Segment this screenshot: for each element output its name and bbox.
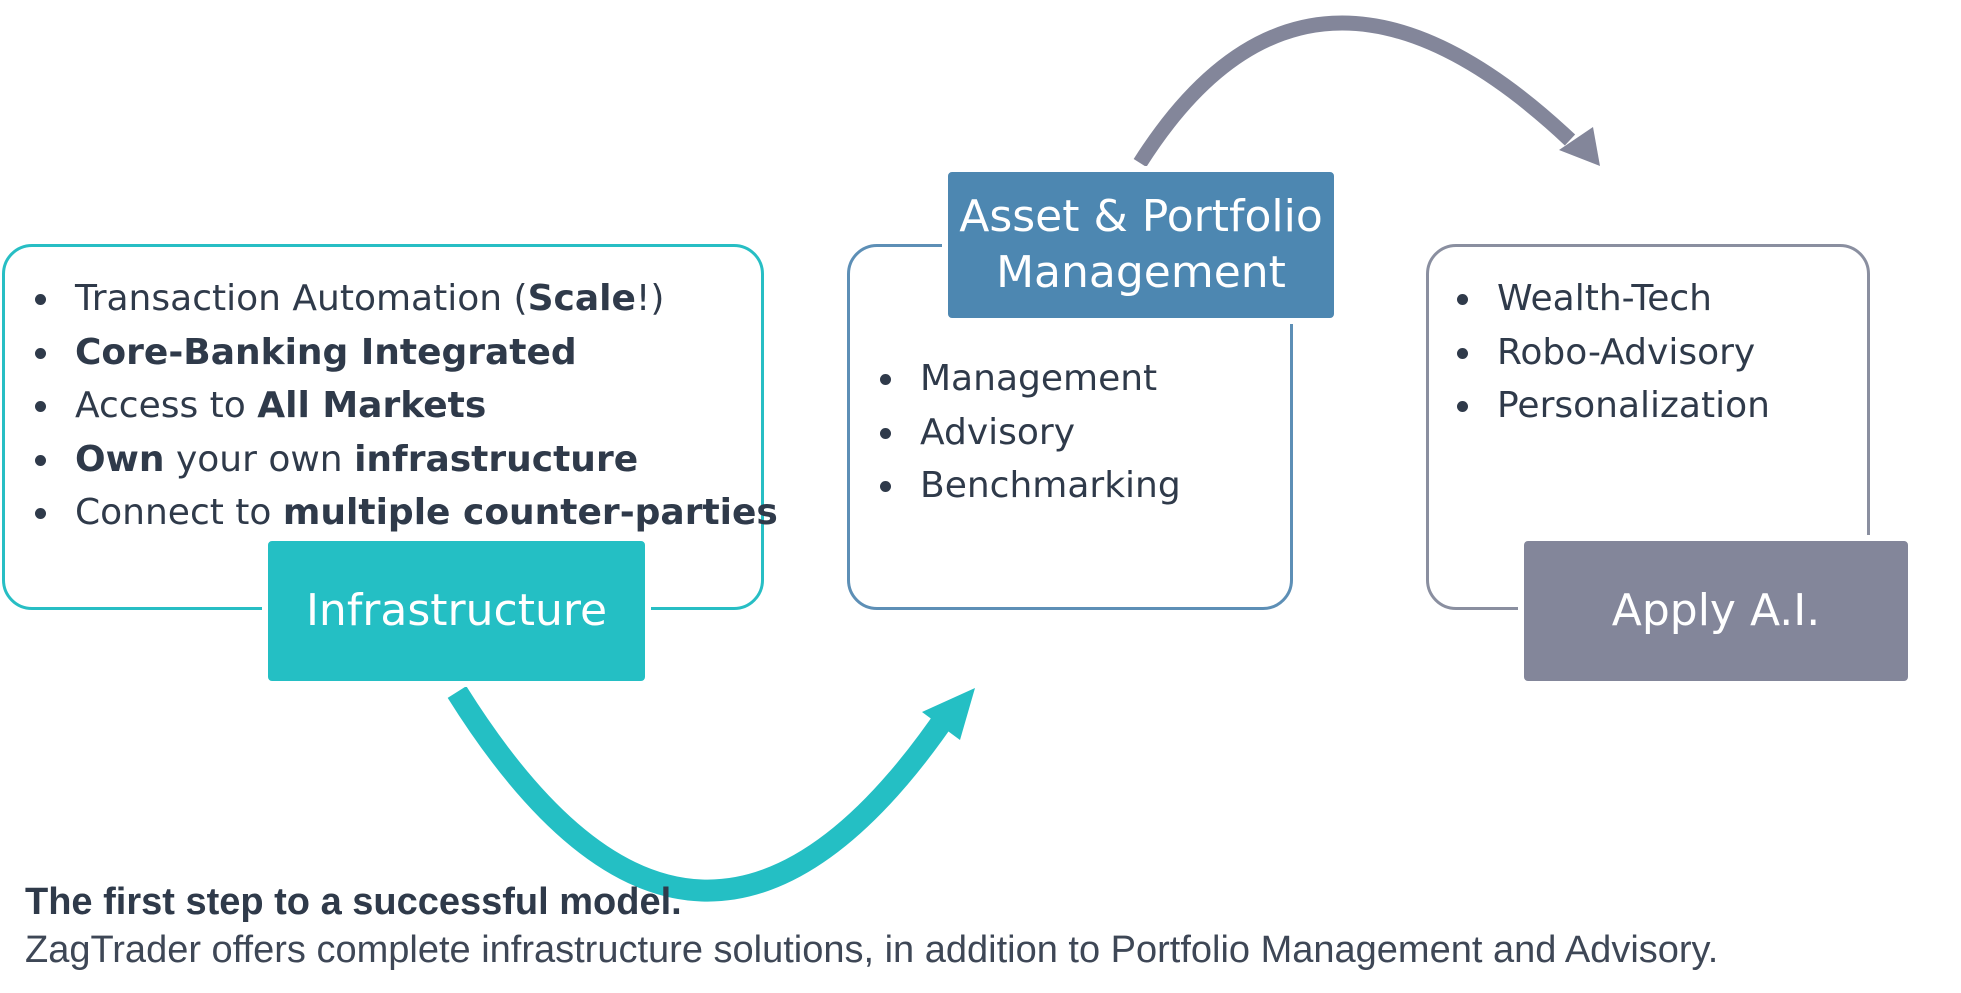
emphasized-text: infrastructure xyxy=(354,438,639,480)
bullet-icon xyxy=(35,294,46,305)
bullet-icon xyxy=(35,347,46,359)
item-text: Connect to xyxy=(75,492,283,533)
bullet-icon xyxy=(1457,401,1468,412)
list-item: Benchmarking xyxy=(880,459,1181,513)
list-item: Personalization xyxy=(1457,379,1770,433)
apply-ai-label: Apply A.I. xyxy=(1518,535,1914,687)
list-item: Own your own infrastructure xyxy=(35,433,778,487)
bullet-icon xyxy=(1457,294,1468,305)
item-text: Advisory xyxy=(920,411,1076,453)
emphasized-text: Own xyxy=(75,438,165,480)
list-item: Transaction Automation (Scale!) xyxy=(35,272,778,326)
arrow-head-infra-to-asset xyxy=(922,688,975,740)
bullet-icon xyxy=(880,427,891,439)
list-item: Access to All Markets xyxy=(35,379,778,433)
bullet-icon xyxy=(1457,347,1468,359)
item-text: !) xyxy=(635,278,665,319)
infrastructure-list: Transaction Automation (Scale!) Core-Bank… xyxy=(35,272,778,540)
list-item: Robo-Advisory xyxy=(1457,326,1770,380)
emphasized-text: Core-Banking Integrated xyxy=(75,331,577,373)
arrow-infra-to-asset xyxy=(447,686,960,902)
emphasized-text: Scale xyxy=(527,278,636,319)
item-text: Access to xyxy=(75,385,258,426)
list-item: Wealth-Tech xyxy=(1457,272,1770,326)
emphasized-text: All Markets xyxy=(257,385,487,426)
item-text: your own xyxy=(164,438,355,480)
bullet-icon xyxy=(35,401,46,412)
arrow-head-asset-to-ai xyxy=(1559,127,1600,166)
item-text: Management xyxy=(920,358,1158,399)
bullet-icon xyxy=(35,454,46,466)
arrow-asset-to-ai xyxy=(1133,15,1576,168)
item-text: Robo-Advisory xyxy=(1497,331,1756,373)
bullet-icon xyxy=(880,481,891,492)
caption: The first step to a successful model. Za… xyxy=(25,878,1955,974)
list-item: Core-Banking Integrated xyxy=(35,326,778,380)
list-item: Advisory xyxy=(880,406,1181,460)
item-text: Benchmarking xyxy=(920,465,1181,506)
list-item: Connect to multiple counter-parties xyxy=(35,486,778,540)
caption-text: ZagTrader offers complete infrastructure… xyxy=(25,929,1719,971)
list-item: Management xyxy=(880,352,1181,406)
bullet-icon xyxy=(35,508,46,519)
item-text: Transaction Automation ( xyxy=(75,278,528,319)
emphasized-text: multiple counter-parties xyxy=(282,492,778,533)
bullet-icon xyxy=(880,374,891,385)
caption-title: The first step to a successful model. xyxy=(25,881,682,923)
asset-management-label: Asset & Portfolio Management xyxy=(942,166,1340,324)
item-text: Wealth-Tech xyxy=(1497,278,1712,319)
item-text: Personalization xyxy=(1497,385,1770,426)
infrastructure-card: Transaction Automation (Scale!) Core-Bank… xyxy=(2,244,778,610)
infrastructure-label: Infrastructure xyxy=(262,535,651,687)
